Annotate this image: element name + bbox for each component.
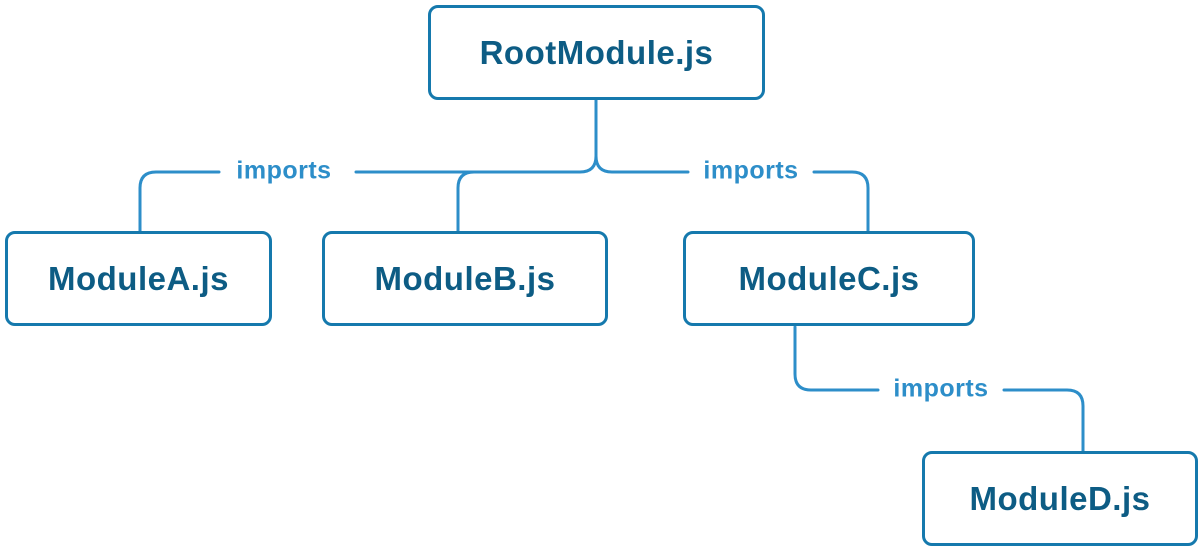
node-modulec: ModuleC.js [683, 231, 975, 326]
edge-c-to-d-left-segment [793, 325, 880, 392]
node-modulec-label: ModuleC.js [738, 259, 920, 297]
edge-label-c-to-d: imports [893, 374, 989, 403]
node-moduleb: ModuleB.js [322, 231, 608, 326]
edge-root-to-c-left-segment [594, 154, 690, 174]
edge-root-to-a-right-segment [354, 154, 598, 174]
edge-root-to-a-left-segment [138, 170, 221, 233]
edge-label-root-to-c: imports [703, 156, 799, 185]
edge-root-to-c-right-segment [812, 170, 870, 233]
node-moduled-label: ModuleD.js [969, 479, 1151, 517]
node-modulea: ModuleA.js [5, 231, 272, 326]
edge-root-to-b [456, 170, 476, 233]
edge-c-to-d-right-segment [1002, 388, 1085, 453]
node-rootmodule-label: RootModule.js [479, 33, 714, 71]
node-moduleb-label: ModuleB.js [374, 259, 556, 297]
node-moduled: ModuleD.js [922, 451, 1198, 546]
node-modulea-label: ModuleA.js [47, 259, 229, 297]
node-rootmodule: RootModule.js [428, 5, 765, 100]
edge-label-root-to-a: imports [236, 156, 332, 185]
